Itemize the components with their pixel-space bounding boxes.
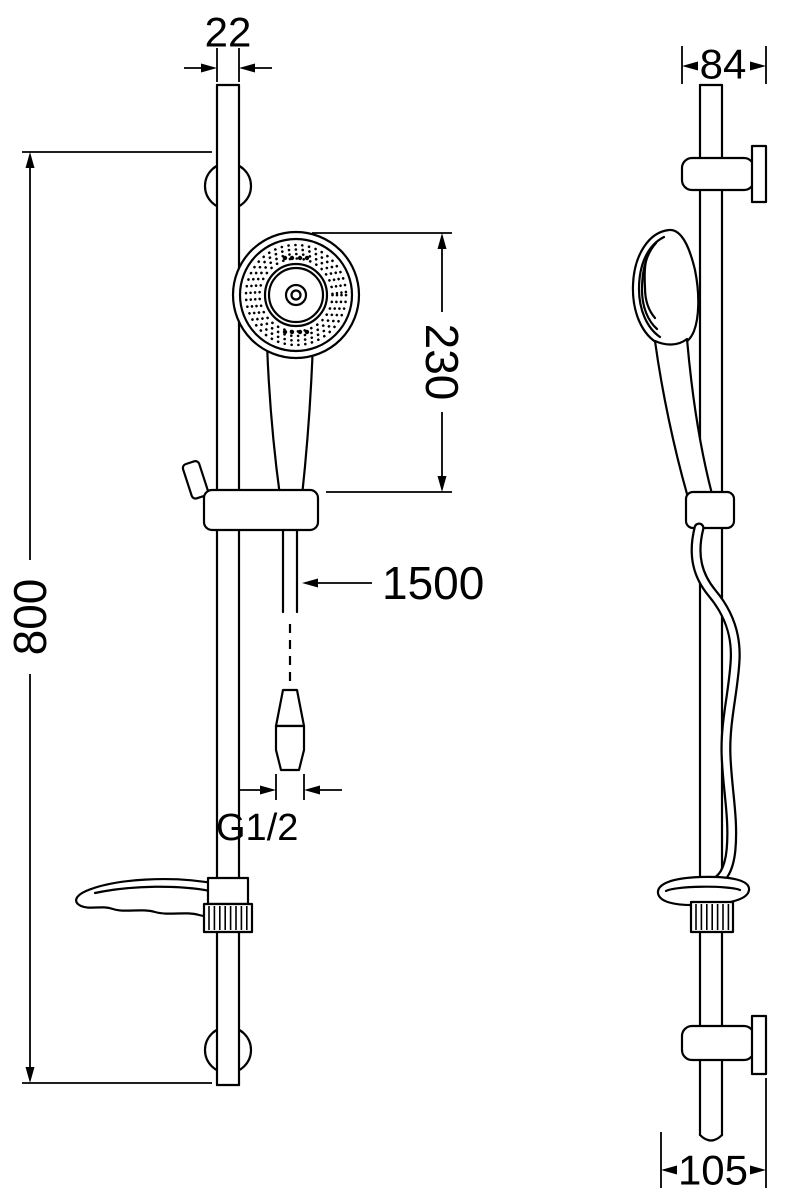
nozzle-cluster-top — [282, 255, 310, 261]
soap-dish-front — [75, 876, 254, 934]
side-view: 84 105 — [631, 41, 768, 1194]
slider-lock-lever — [181, 460, 210, 500]
dim-bracket-depth-label: 84 — [700, 41, 747, 88]
top-wall-plate — [750, 144, 768, 204]
front-view: 22 800 230 1500 — [4, 9, 484, 1087]
shower-head-front — [231, 230, 361, 360]
dim-wall-offset-label: 105 — [678, 1147, 748, 1194]
dim-thread-size-label: G1/2 — [216, 807, 298, 849]
soap-dish-collar-side — [689, 900, 735, 934]
dim-handset-length-label: 230 — [416, 324, 468, 401]
spray-nozzle-ring — [253, 252, 339, 338]
spray-nozzle-ring — [249, 248, 343, 342]
dim-hose-length-label: 1500 — [382, 557, 484, 609]
slide-rail-front — [215, 83, 241, 1087]
dim-rail-length: 800 — [4, 151, 212, 1084]
hose-nut — [274, 724, 306, 772]
slider-holder-side — [684, 490, 736, 530]
hose-side — [690, 522, 741, 889]
bottom-bracket-side — [680, 1014, 768, 1076]
dim-wall-offset: 105 — [660, 1078, 767, 1194]
nozzle-cluster-bottom — [282, 329, 310, 335]
hose-cone — [274, 688, 306, 728]
soap-dish-side — [656, 875, 751, 934]
hand-shower-handle-side — [653, 337, 714, 496]
bottom-wall-plate — [750, 1014, 768, 1076]
dim-rail-width: 22 — [184, 9, 272, 82]
dim-bracket-depth: 84 — [681, 41, 767, 88]
slider-holder-front — [181, 460, 320, 532]
dim-rail-width-label: 22 — [205, 9, 252, 56]
top-bracket-side — [680, 144, 768, 204]
dim-rail-length-label: 800 — [4, 579, 56, 656]
spray-nozzle-ring — [244, 243, 348, 347]
dim-hose-length: 1500 — [302, 557, 484, 609]
dim-thread-size: G1/2 — [216, 774, 342, 849]
shower-head-side — [631, 228, 700, 349]
dim-handset-length: 230 — [312, 232, 468, 493]
hand-shower-handle-front — [265, 340, 315, 498]
slide-rail-side — [698, 83, 724, 1142]
spray-nozzle-ring — [258, 257, 334, 333]
soap-dish-collar-front — [202, 902, 254, 934]
hose-front — [274, 528, 306, 772]
